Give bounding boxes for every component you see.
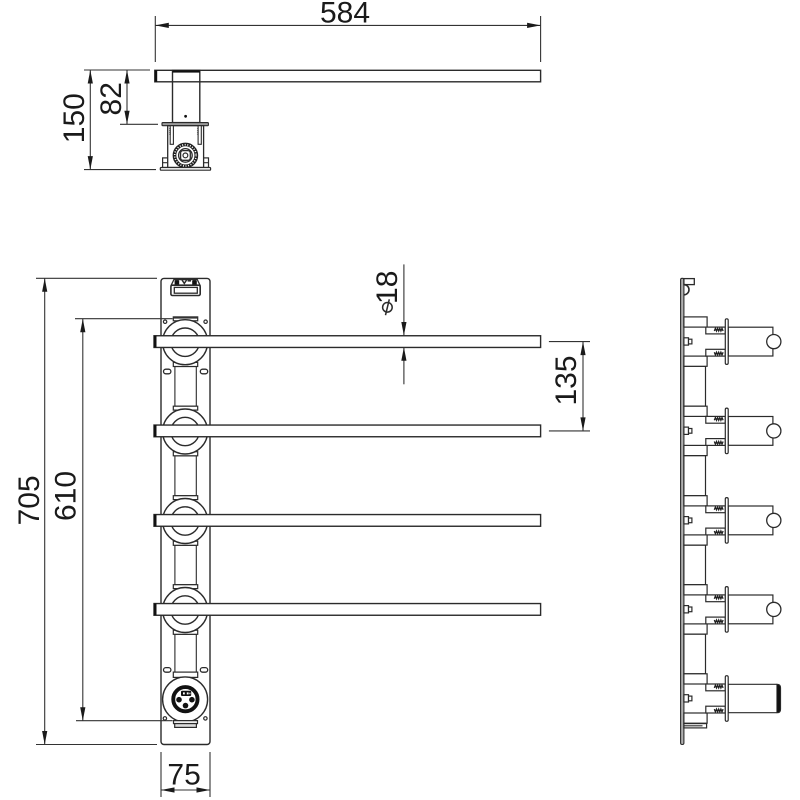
svg-text:150: 150 (58, 93, 91, 143)
svg-text:75: 75 (167, 759, 200, 792)
svg-text:18: 18 (371, 271, 404, 304)
svg-text:82: 82 (95, 82, 128, 115)
svg-text:584: 584 (320, 0, 370, 30)
svg-text:610: 610 (49, 471, 82, 521)
svg-text:705: 705 (13, 475, 46, 525)
svg-text:135: 135 (550, 355, 583, 405)
